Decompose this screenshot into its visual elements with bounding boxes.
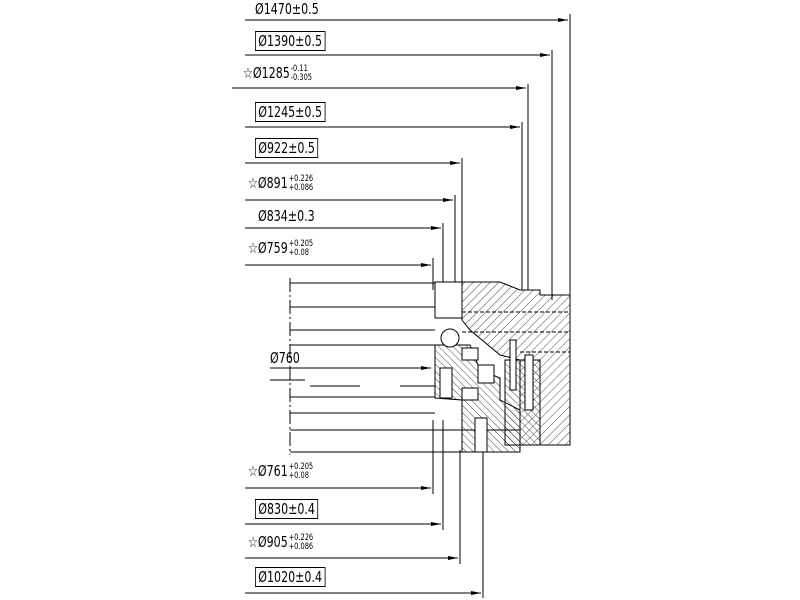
- dimension-lines: [232, 14, 571, 598]
- upper-tol: +0.205: [288, 238, 314, 249]
- upper-tol: +0.205: [288, 461, 314, 472]
- lower-tol: +0.086: [288, 182, 314, 193]
- dim-1020: Ø1020±0.4: [255, 567, 326, 587]
- dim-text: Ø1285: [252, 64, 290, 82]
- dim-922: Ø922±0.5: [255, 138, 319, 158]
- dim-text: Ø891: [257, 174, 288, 192]
- dim-834: Ø834±0.3: [258, 207, 315, 225]
- dim-text: Ø760: [270, 349, 300, 367]
- dim-text: Ø834±0.3: [258, 207, 315, 225]
- lower-tol: -0.305: [290, 72, 313, 83]
- upper-tol: -0.11: [290, 63, 308, 74]
- upper-tol: +0.226: [288, 173, 314, 184]
- dim-760: Ø760: [270, 349, 300, 367]
- lower-tol: +0.086: [288, 541, 314, 552]
- dim-text: Ø761: [257, 462, 288, 480]
- dim-1390: Ø1390±0.5: [255, 31, 326, 51]
- dim-1285: ☆Ø1285-0.11-0.305: [243, 64, 312, 83]
- dim-text: Ø1245±0.5: [255, 102, 326, 122]
- dim-text: Ø905: [257, 533, 288, 551]
- dim-text: Ø1470±0.5: [255, 0, 319, 18]
- dim-text: Ø1390±0.5: [255, 31, 326, 51]
- star-icon: ☆: [248, 533, 258, 551]
- dim-761: ☆Ø761+0.205+0.08: [248, 462, 313, 481]
- shaft-bore-lines: [270, 278, 520, 455]
- dim-830: Ø830±0.4: [255, 499, 319, 519]
- bearing-rings: [434, 281, 571, 453]
- dim-text: Ø922±0.5: [255, 138, 319, 158]
- dim-759: ☆Ø759+0.205+0.08: [248, 239, 313, 258]
- lower-tol: +0.08: [288, 247, 309, 258]
- dim-text: Ø759: [257, 239, 288, 257]
- dim-text: Ø830±0.4: [255, 499, 319, 519]
- dim-1245: Ø1245±0.5: [255, 102, 326, 122]
- dim-905: ☆Ø905+0.226+0.086: [248, 533, 313, 552]
- star-icon: ☆: [248, 239, 258, 257]
- star-icon: ☆: [248, 462, 258, 480]
- star-icon: ☆: [243, 64, 253, 82]
- dim-text: Ø1020±0.4: [255, 567, 326, 587]
- dim-891: ☆Ø891+0.226+0.086: [248, 174, 313, 193]
- star-icon: ☆: [248, 174, 258, 192]
- upper-tol: +0.226: [288, 532, 314, 543]
- lower-tol: +0.08: [288, 470, 309, 481]
- dim-1470: Ø1470±0.5: [255, 0, 319, 18]
